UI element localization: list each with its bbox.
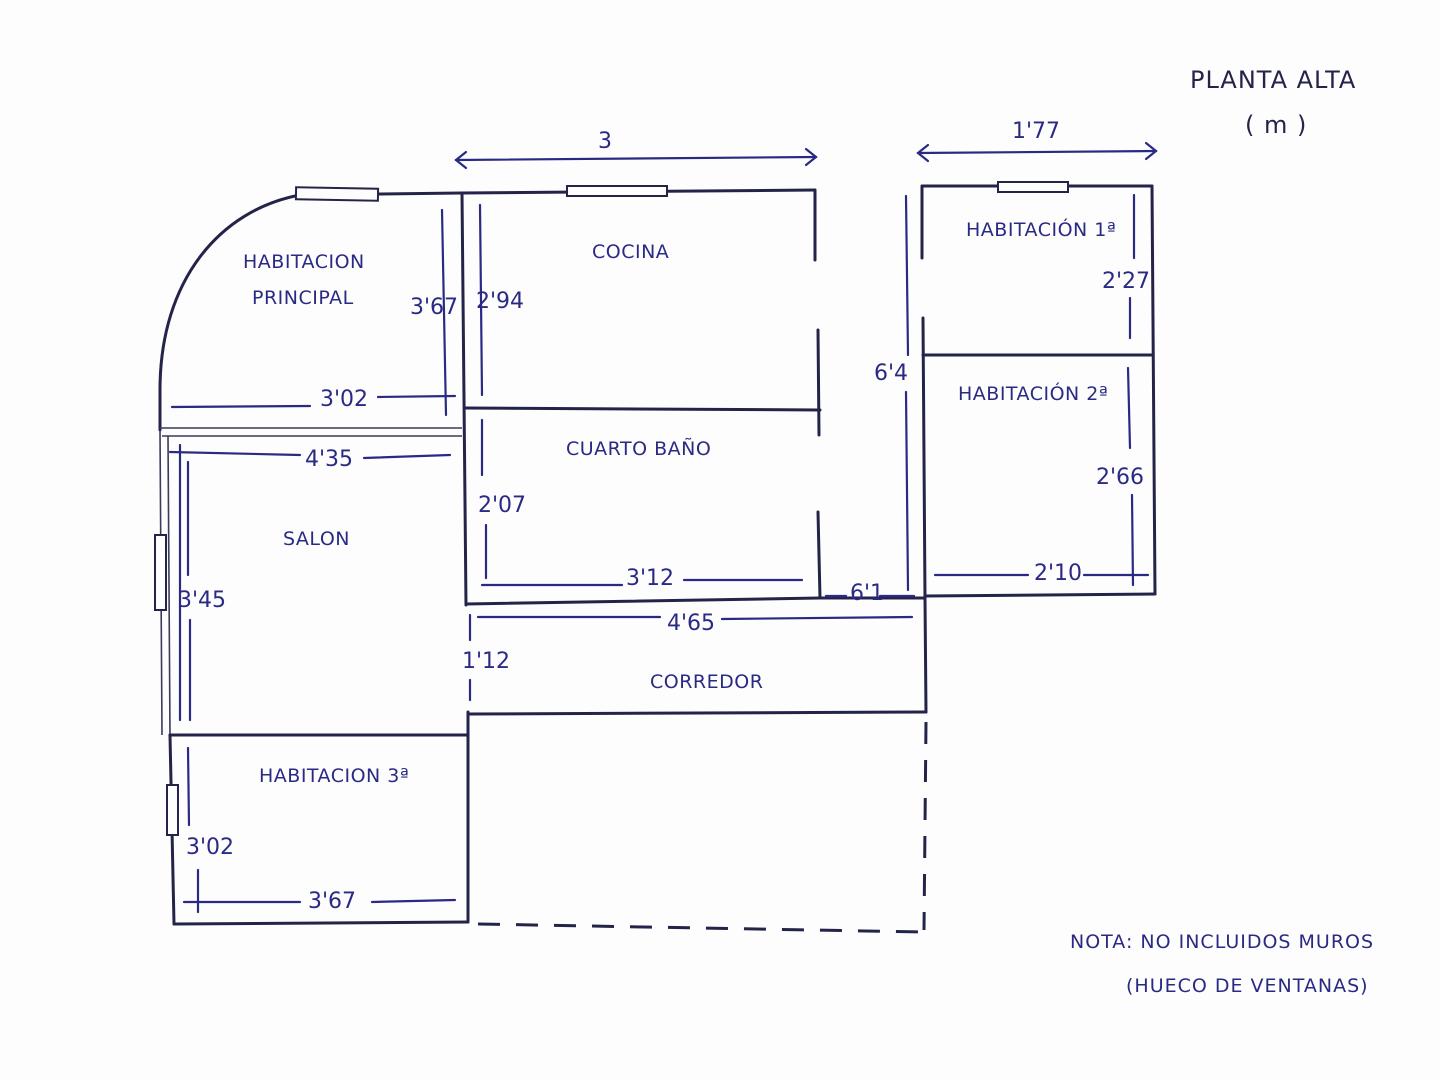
room-label-hab3: HABITACION 3ª bbox=[259, 765, 409, 787]
hab3-bottom-wall bbox=[172, 920, 470, 926]
right-block-left-lower bbox=[921, 316, 927, 600]
cocina-right-wall-lower bbox=[816, 328, 821, 437]
window-hab3 bbox=[166, 784, 179, 836]
dimension-lines bbox=[168, 141, 1158, 914]
dim-salon-width: 4'35 bbox=[305, 447, 353, 472]
cocina-bano-divider bbox=[464, 406, 822, 412]
dim-right-height: 6'4 bbox=[874, 361, 908, 386]
dim-cocina-height: 2'94 bbox=[476, 289, 524, 314]
dim-hab3-height: 3'02 bbox=[186, 835, 234, 860]
dim-right-width: 1'77 bbox=[1012, 119, 1060, 144]
room-label-hab1: HABITACIÓN 1ª bbox=[966, 217, 1116, 241]
note-line-1: NOTA: NO INCLUIDOS MUROS bbox=[1070, 931, 1374, 953]
room-label-hab2: HABITACIÓN 2ª bbox=[958, 381, 1108, 405]
dim-hab3-width: 3'67 bbox=[308, 889, 356, 914]
corridor-bottom-wall bbox=[466, 710, 928, 716]
window-salon bbox=[154, 534, 167, 611]
room-label-cocina: COCINA bbox=[592, 241, 669, 263]
salon-left-wall-inner bbox=[167, 435, 171, 736]
right-block-right bbox=[1150, 184, 1157, 596]
windows bbox=[154, 181, 1069, 836]
corridor-right-wall bbox=[923, 596, 928, 714]
window-hab1 bbox=[997, 181, 1069, 193]
room-label-bano: CUARTO BAÑO bbox=[566, 437, 711, 460]
dashed-right bbox=[922, 721, 928, 931]
dim-corredor-width: 4'65 bbox=[667, 611, 715, 636]
plan-units: ( m ) bbox=[1245, 111, 1307, 139]
principal-curved-wall bbox=[158, 191, 464, 432]
bano-right-wall bbox=[816, 510, 822, 600]
right-block-bottom bbox=[923, 592, 1157, 598]
dim-gap: 6'1 bbox=[850, 581, 884, 606]
room-label-corredor: CORREDOR bbox=[650, 671, 763, 693]
room-label-salon: SALON bbox=[283, 528, 350, 550]
window-cocina bbox=[566, 185, 668, 197]
dim-corredor-height: 1'12 bbox=[462, 649, 510, 674]
dashed-bottom bbox=[477, 922, 925, 934]
dim-bano-width: 3'12 bbox=[626, 566, 674, 591]
dim-principal-width: 3'02 bbox=[320, 387, 368, 412]
dim-hab2-width: 2'10 bbox=[1034, 561, 1082, 586]
bano-bottom-wall bbox=[464, 596, 822, 606]
dim-hab2-height: 2'66 bbox=[1096, 465, 1144, 490]
window-principal bbox=[294, 186, 380, 202]
dim-hab1-height: 2'27 bbox=[1102, 269, 1150, 294]
room-label-principal-1: HABITACION bbox=[243, 251, 365, 273]
central-wall bbox=[460, 191, 468, 607]
dim-cocina-width: 3 bbox=[598, 129, 612, 154]
room-label-principal-2: PRINCIPAL bbox=[252, 287, 354, 309]
dim-salon-height: 3'45 bbox=[178, 588, 226, 613]
dim-bano-height: 2'07 bbox=[478, 493, 526, 518]
plan-title: PLANTA ALTA bbox=[1190, 66, 1356, 94]
note-line-2: (HUECO DE VENTANAS) bbox=[1126, 975, 1369, 997]
dim-principal-height: 3'67 bbox=[410, 295, 458, 320]
walls bbox=[158, 184, 1157, 934]
